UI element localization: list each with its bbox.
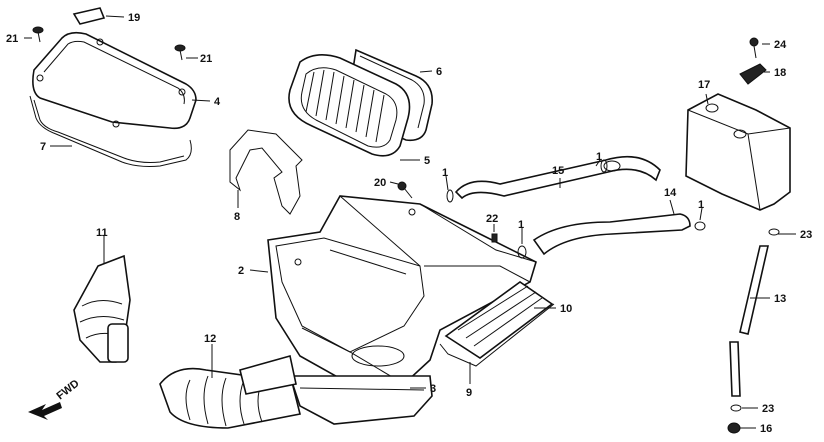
callout-24: 24 bbox=[774, 39, 787, 51]
part-19-label bbox=[72, 7, 106, 25]
callout-2: 2 bbox=[238, 265, 244, 277]
part-21-screw-right bbox=[174, 44, 186, 61]
part-23-clip-lower bbox=[730, 404, 742, 412]
callout-labels: 19 21 21 4 7 6 5 8 20 1 1 1 1 15 22 14 1… bbox=[6, 12, 812, 435]
callout-6: 6 bbox=[436, 66, 442, 78]
part-14-overflow-hose bbox=[532, 213, 691, 256]
callout-1-a: 1 bbox=[442, 167, 448, 179]
part-5-filter-element bbox=[288, 54, 411, 157]
fwd-label: FWD bbox=[54, 377, 81, 402]
part-23-clip-upper bbox=[768, 228, 780, 236]
callout-5: 5 bbox=[424, 155, 430, 167]
callout-4: 4 bbox=[214, 96, 221, 108]
callout-19: 19 bbox=[128, 12, 140, 24]
callout-22: 22 bbox=[486, 213, 498, 225]
part-1-clamp-b bbox=[600, 159, 608, 173]
part-4-cover bbox=[32, 31, 197, 130]
callout-16: 16 bbox=[760, 423, 772, 435]
part-1-clamp-a bbox=[446, 189, 454, 203]
leader-lines bbox=[24, 15, 796, 429]
part-16-plug bbox=[727, 422, 741, 434]
callout-1-d: 1 bbox=[698, 199, 704, 211]
part-17-reservoir bbox=[685, 93, 791, 211]
part-9-screen-frame bbox=[439, 303, 555, 367]
callout-10: 10 bbox=[560, 303, 572, 315]
part-8-wire-clip bbox=[229, 129, 303, 215]
part-24-bolt bbox=[749, 37, 759, 59]
callout-3: 3 bbox=[430, 383, 436, 395]
callout-21-left: 21 bbox=[6, 33, 18, 45]
part-18-bracket bbox=[739, 63, 767, 85]
callout-8: 8 bbox=[234, 211, 240, 223]
callout-1-c: 1 bbox=[518, 219, 524, 231]
part-13-drain-tube bbox=[729, 245, 770, 397]
part-22-plug bbox=[491, 233, 498, 243]
callout-15: 15 bbox=[552, 165, 564, 177]
callout-21-right: 21 bbox=[200, 53, 212, 65]
callout-7: 7 bbox=[40, 141, 46, 153]
callout-13: 13 bbox=[774, 293, 786, 305]
callout-12: 12 bbox=[204, 333, 216, 345]
callout-23-lower: 23 bbox=[762, 403, 774, 415]
part-12-intake-tube bbox=[159, 355, 301, 429]
part-1-clamp-d bbox=[694, 221, 706, 231]
fwd-arrow-icon bbox=[28, 402, 62, 420]
part-2-case bbox=[267, 195, 537, 385]
part-11-duct-boot bbox=[73, 254, 131, 363]
callout-9: 9 bbox=[466, 387, 472, 399]
part-15-breather-hose bbox=[454, 155, 661, 200]
callout-1-b: 1 bbox=[596, 151, 602, 163]
part-3-lower-duct bbox=[288, 375, 433, 425]
part-10-screen bbox=[444, 281, 554, 359]
fwd-direction-indicator: FWD bbox=[28, 377, 82, 420]
part-20-bolt bbox=[397, 181, 413, 199]
callout-20: 20 bbox=[374, 177, 386, 189]
callout-18: 18 bbox=[774, 67, 786, 79]
part-1-clamp-c bbox=[517, 245, 527, 259]
callout-23-upper: 23 bbox=[800, 229, 812, 241]
callout-17: 17 bbox=[698, 79, 710, 91]
part-7-gasket bbox=[29, 95, 192, 167]
callout-14: 14 bbox=[664, 187, 677, 199]
part-21-screw-left bbox=[32, 26, 44, 43]
callout-11: 11 bbox=[96, 227, 108, 239]
